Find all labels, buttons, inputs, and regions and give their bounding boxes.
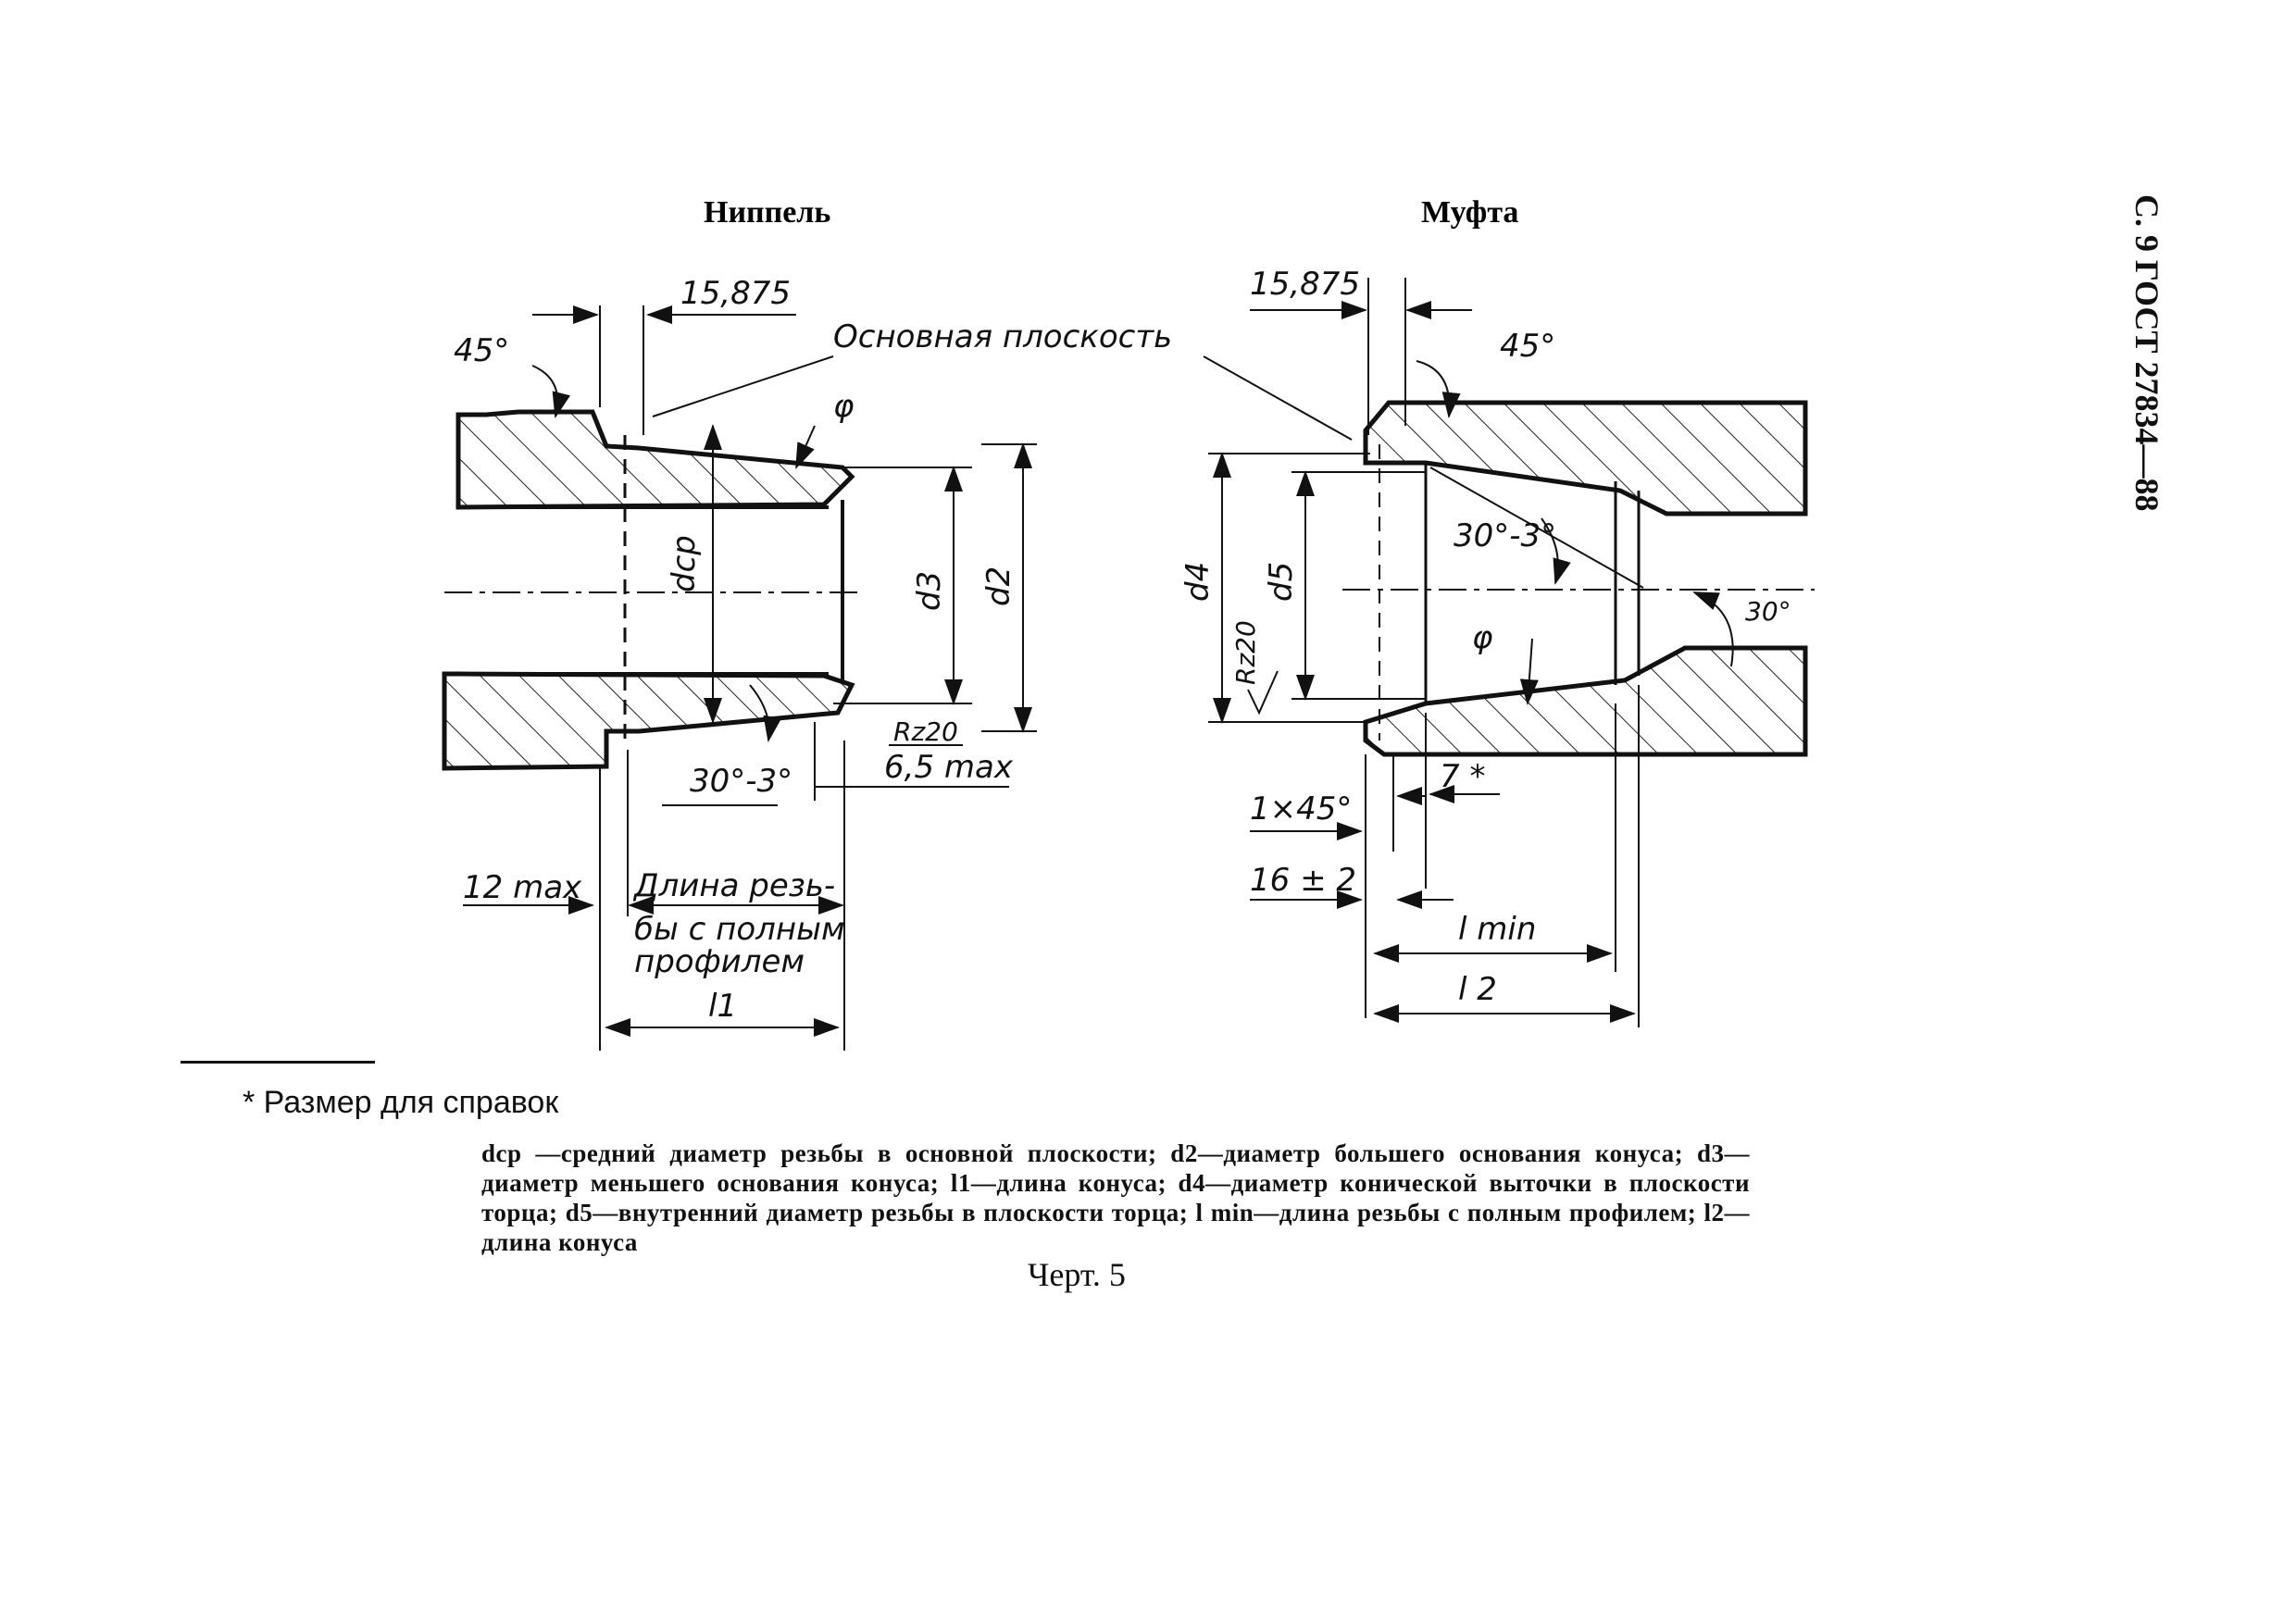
base-plane-label: Основная плоскость [833,318,1172,355]
coupling-dim-15875: 15,875 [1250,266,1360,303]
nipple-phi: φ [833,388,855,425]
nipple-dim-15875: 15,875 [680,275,791,312]
coupling-angle-30-tol: 30°-3° [1454,517,1556,554]
nipple-12-max: 12 max [463,869,582,906]
nipple-upper-wall [455,409,855,510]
nipple-angle-30: 30°-3° [690,763,792,800]
coupling-rz20: Rz20 [1230,620,1261,685]
coupling-upper-wall [1363,400,1808,517]
coupling-title: Муфта [1421,195,1518,230]
coupling-l2: l 2 [1458,971,1497,1008]
footnote-rule [181,1061,375,1064]
nipple-lower-wall [442,671,855,771]
coupling-lower-wall [1363,645,1808,757]
coupling-lmin: l min [1458,911,1536,948]
coupling-d4: d4 [1179,562,1217,602]
nipple-thread-len-1: Длина резь- [632,867,835,904]
coupling-angle-30: 30° [1745,596,1791,627]
nipple-l1: l1 [708,988,737,1025]
nipple-angle-45: 45° [454,332,509,369]
nipple-thread-len-2: бы с полным [634,911,845,948]
drawing-caption: Черт. 5 [1028,1256,1126,1293]
coupling-phi: φ [1472,619,1493,656]
coupling-d5: d5 [1263,562,1300,602]
coupling-dim-7: 7 * [1440,758,1485,795]
nipple-title: Ниппель [704,195,830,230]
nipple-65-max: 6,5 max [884,749,1014,786]
footnote-reference: * Размер для справок [243,1085,559,1120]
nipple-rz20: Rz20 [893,716,958,747]
nipple-d3: d3 [911,571,948,611]
nipple-d-cp: dср [666,535,703,592]
nipple-thread-len-3: профилем [634,943,805,980]
nipple-d2: d2 [980,566,1017,606]
legend-text: dср —средний диаметр резьбы в основной п… [481,1139,1750,1256]
coupling-angle-45: 45° [1500,328,1555,365]
coupling-dim-16: 16 ± 2 [1250,862,1356,899]
coupling-chamfer: 1×45° [1250,790,1352,828]
